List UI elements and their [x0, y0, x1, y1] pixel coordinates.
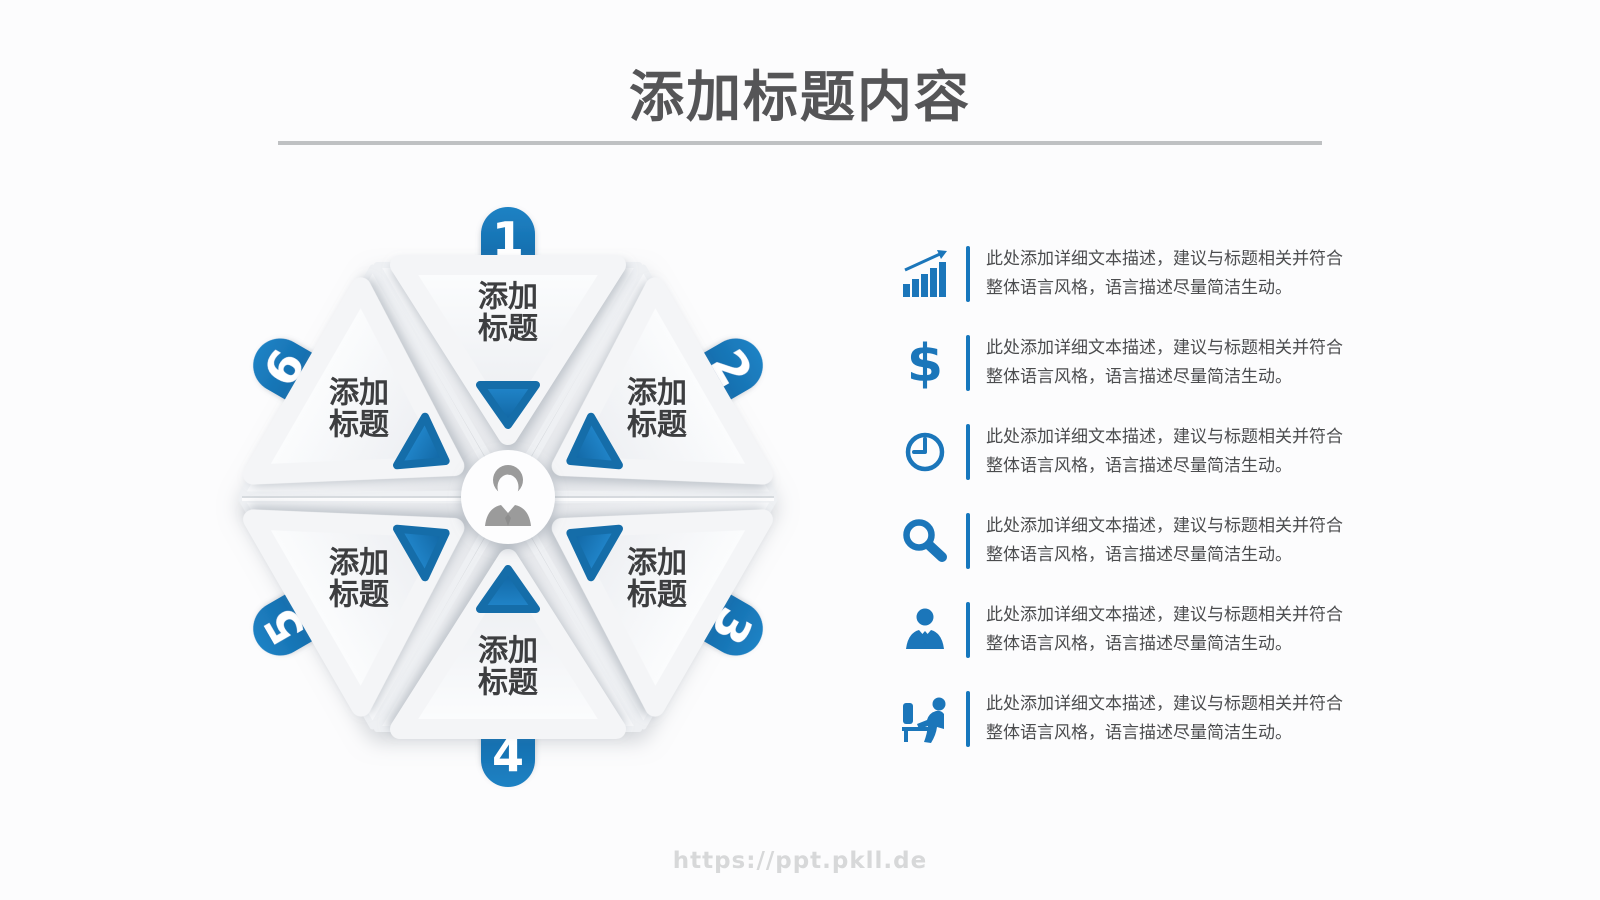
card-4-label-line2: 标题 [478, 666, 538, 701]
row-divider [966, 245, 970, 302]
card-1 [390, 255, 626, 445]
detail-text-line1: 此处添加详细文本描述，建议与标题相关并符合 [986, 605, 1343, 625]
row-divider [966, 334, 970, 391]
detail-text-line1: 此处添加详细文本描述，建议与标题相关并符合 [986, 516, 1343, 536]
card-3-label-line2: 标题 [627, 578, 687, 613]
page-title: 添加标题内容 [628, 65, 971, 129]
detail-row-3: 此处添加详细文本描述，建议与标题相关并符合 整体语言风格，语言描述尽量简洁生动。 [898, 407, 1378, 496]
title-divider [278, 141, 1322, 145]
card-6-label-line2: 标题 [329, 408, 389, 443]
detail-text-line2: 整体语言风格，语言描述尽量简洁生动。 [986, 633, 1292, 654]
watermark: https://ppt.pkll.de [672, 848, 928, 874]
hexagon-diagram-svg: 1 2 3 4 5 6 [238, 207, 778, 787]
card-2-label-line1: 添加 [627, 376, 687, 411]
detail-text-line1: 此处添加详细文本描述，建议与标题相关并符合 [986, 249, 1343, 269]
card-5-label-line2: 标题 [329, 578, 389, 613]
dollar-glyph: $ [907, 337, 943, 389]
detail-text: 此处添加详细文本描述，建议与标题相关并符合 整体语言风格，语言描述尽量简洁生动。 [986, 334, 1343, 391]
detail-text: 此处添加详细文本描述，建议与标题相关并符合 整体语言风格，语言描述尽量简洁生动。 [986, 245, 1343, 302]
card-1-label-line1: 添加 [478, 280, 538, 315]
row-divider [966, 601, 970, 658]
card-2 [551, 277, 773, 485]
card-3 [551, 509, 773, 717]
detail-row-6: 此处添加详细文本描述，建议与标题相关并符合 整体语言风格，语言描述尽量简洁生动。 [898, 674, 1378, 763]
magnifier-icon [898, 517, 952, 565]
row-divider [966, 512, 970, 569]
detail-text-line2: 整体语言风格，语言描述尽量简洁生动。 [986, 277, 1292, 298]
card-3-label-line1: 添加 [627, 546, 687, 581]
detail-text-line2: 整体语言风格，语言描述尽量简洁生动。 [986, 722, 1292, 743]
card-4 [390, 549, 626, 739]
card-1-label-line2: 标题 [478, 312, 538, 347]
detail-text-line2: 整体语言风格，语言描述尽量简洁生动。 [986, 366, 1292, 387]
detail-text-line2: 整体语言风格，语言描述尽量简洁生动。 [986, 455, 1292, 476]
detail-text: 此处添加详细文本描述，建议与标题相关并符合 整体语言风格，语言描述尽量简洁生动。 [986, 601, 1343, 658]
detail-text: 此处添加详细文本描述，建议与标题相关并符合 整体语言风格，语言描述尽量简洁生动。 [986, 423, 1343, 480]
dollar-icon: $ [898, 337, 952, 389]
card-6 [243, 277, 465, 485]
clock-icon [898, 428, 952, 476]
detail-text-line2: 整体语言风格，语言描述尽量简洁生动。 [986, 544, 1292, 565]
card-labels: 添加 标题 添加 标题 添加 标题 添加 标题 添加 标题 添加 标题 [329, 280, 687, 701]
card-6-label-line1: 添加 [329, 376, 389, 411]
detail-text-line1: 此处添加详细文本描述，建议与标题相关并符合 [986, 694, 1343, 714]
businessman-icon [485, 465, 531, 526]
card-5 [243, 509, 465, 717]
detail-panel: 此处添加详细文本描述，建议与标题相关并符合 整体语言风格，语言描述尽量简洁生动。… [898, 229, 1378, 763]
card-4-label-line1: 添加 [478, 634, 538, 669]
card-2-label-line2: 标题 [627, 408, 687, 443]
detail-row-1: 此处添加详细文本描述，建议与标题相关并符合 整体语言风格，语言描述尽量简洁生动。 [898, 229, 1378, 318]
detail-row-2: $ 此处添加详细文本描述，建议与标题相关并符合 整体语言风格，语言描述尽量简洁生… [898, 318, 1378, 407]
workstation-icon [898, 694, 952, 744]
bar-chart-growth-icon [898, 249, 952, 298]
hexagon-diagram: 1 2 3 4 5 6 [208, 177, 808, 817]
detail-row-5: 此处添加详细文本描述，建议与标题相关并符合 整体语言风格，语言描述尽量简洁生动。 [898, 585, 1378, 674]
triangle-cards [243, 255, 773, 739]
detail-text: 此处添加详细文本描述，建议与标题相关并符合 整体语言风格，语言描述尽量简洁生动。 [986, 690, 1343, 747]
businessman-icon [898, 606, 952, 654]
card-5-label-line1: 添加 [329, 546, 389, 581]
row-divider [966, 690, 970, 747]
blue-apex-tips [393, 381, 623, 613]
row-divider [966, 423, 970, 480]
detail-text: 此处添加详细文本描述，建议与标题相关并符合 整体语言风格，语言描述尽量简洁生动。 [986, 512, 1343, 569]
center-circle [461, 450, 555, 544]
detail-row-4: 此处添加详细文本描述，建议与标题相关并符合 整体语言风格，语言描述尽量简洁生动。 [898, 496, 1378, 585]
detail-text-line1: 此处添加详细文本描述，建议与标题相关并符合 [986, 427, 1343, 447]
detail-text-line1: 此处添加详细文本描述，建议与标题相关并符合 [986, 338, 1343, 358]
